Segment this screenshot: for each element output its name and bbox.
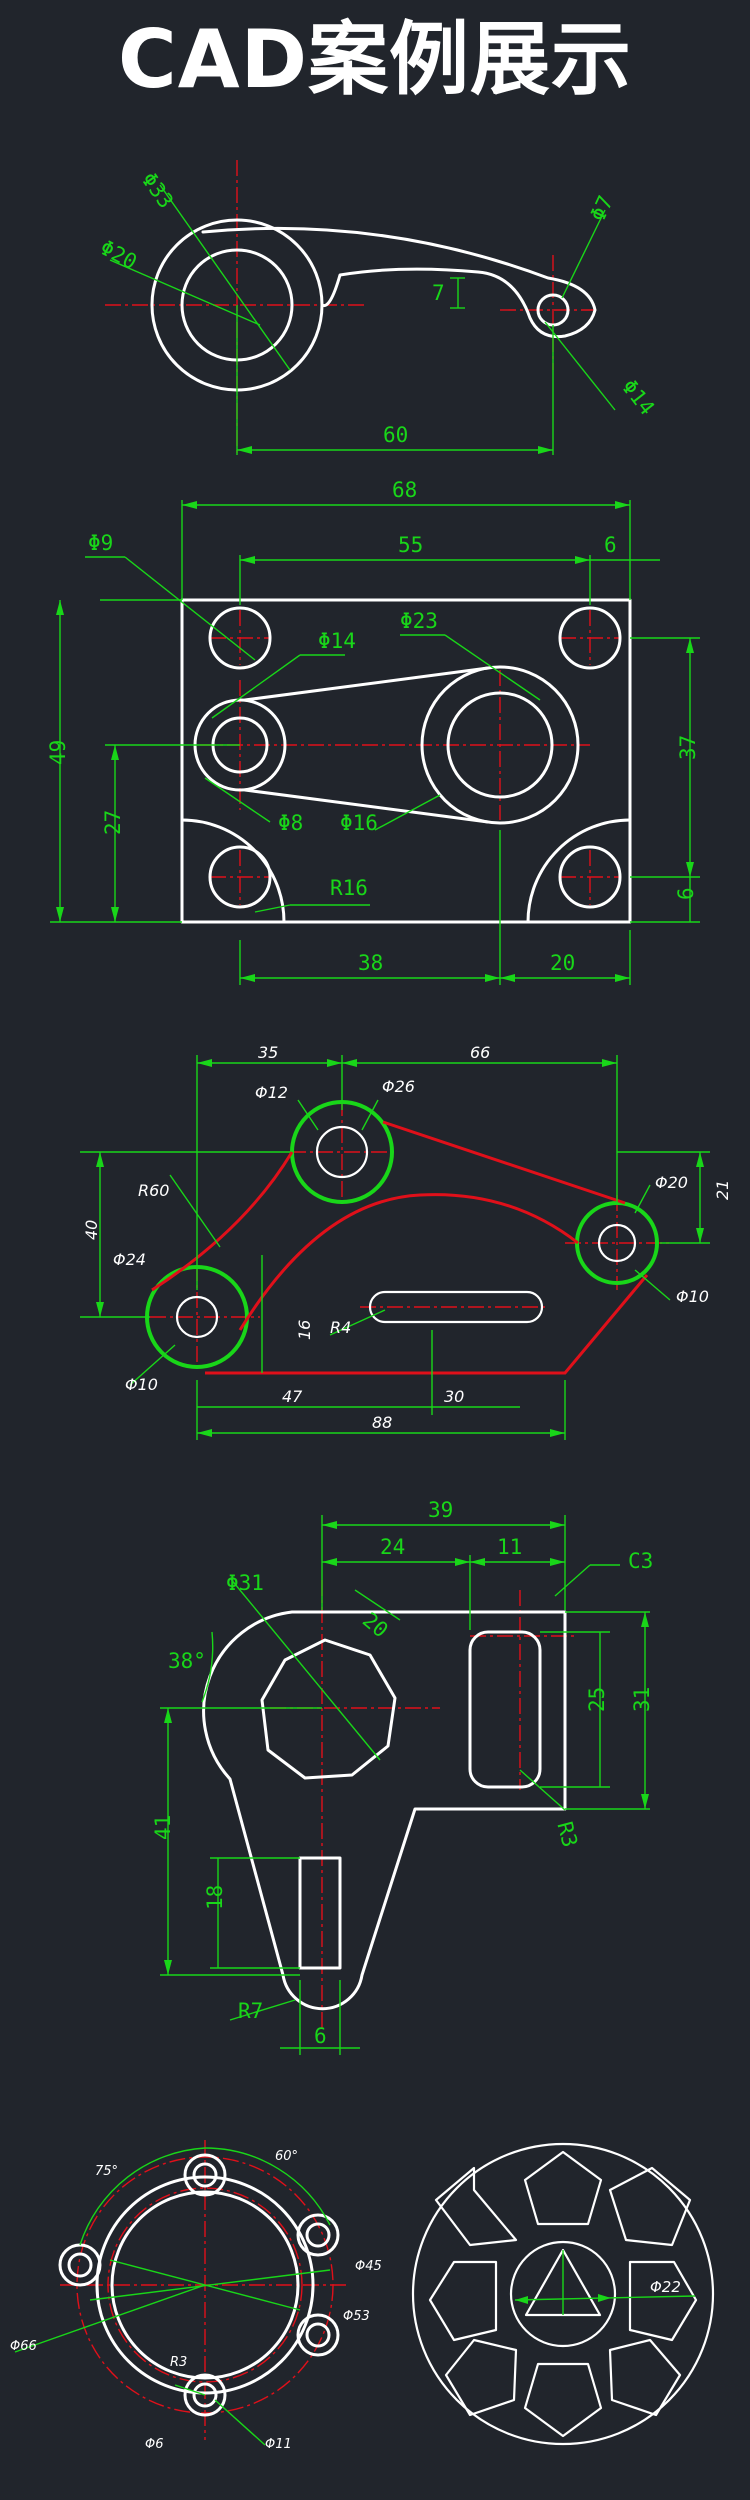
- part-outline: [145, 1100, 659, 1375]
- label-r3: R3: [170, 2355, 187, 2370]
- label-d20: Φ20: [96, 235, 141, 274]
- centerlines: [105, 160, 595, 455]
- dimension-labels: 39 24 11 C3 Φ31 20 38° 25 31 41 R3 18 R7…: [151, 1498, 654, 2048]
- label-41: 41: [151, 1815, 175, 1840]
- label-d45: Φ45: [355, 2259, 382, 2274]
- label-38deg: 38°: [168, 1649, 206, 1673]
- label-6-top: 6: [604, 533, 617, 557]
- dimensions: [160, 1515, 650, 2055]
- label-47: 47: [282, 1387, 303, 1406]
- label-31: 31: [630, 1687, 654, 1712]
- label-6: 6: [314, 2024, 327, 2048]
- label-7: 7: [432, 281, 445, 305]
- dimension-labels: 35 66 Φ12 Φ26 R60 40 Φ20 21 Φ24 R4 16 Φ1…: [82, 1043, 732, 1432]
- label-d6: Φ6: [145, 2437, 164, 2452]
- label-d14: Φ14: [318, 629, 356, 653]
- label-d53: Φ53: [343, 2309, 370, 2324]
- dimensions: [14, 2147, 331, 2446]
- dimensions: [50, 500, 700, 985]
- label-d66: Φ66: [10, 2339, 37, 2354]
- label-21: 21: [713, 1180, 732, 1200]
- label-d11: Φ11: [265, 2437, 292, 2452]
- part-outline: [58, 2153, 340, 2417]
- label-d7: Φ7: [586, 192, 618, 225]
- label-55: 55: [398, 533, 423, 557]
- label-66: 66: [470, 1043, 490, 1062]
- dimensions: [80, 1055, 710, 1440]
- dimensions: [514, 2250, 696, 2315]
- label-r16: R16: [330, 876, 368, 900]
- label-75deg: 75°: [95, 2164, 118, 2179]
- dimension-labels: 75° 60° Φ45 Φ53 Φ66 R3 Φ6 Φ11: [10, 2149, 382, 2452]
- label-40: 40: [82, 1220, 101, 1240]
- label-30: 30: [444, 1387, 464, 1406]
- label-c3: C3: [628, 1549, 653, 1573]
- label-37: 37: [676, 735, 700, 760]
- label-d24: Φ24: [113, 1250, 146, 1269]
- centerlines: [150, 1100, 670, 1370]
- label-d23: Φ23: [400, 609, 438, 633]
- label-49: 49: [46, 740, 70, 765]
- label-r7: R7: [238, 1999, 263, 2023]
- label-18: 18: [203, 1885, 227, 1910]
- label-20: 20: [550, 951, 575, 975]
- label-d20: Φ20: [655, 1173, 688, 1192]
- label-d10-left: Φ10: [125, 1375, 158, 1394]
- drawing-wrench-plate: 39 24 11 C3 Φ31 20 38° 25 31 41 R3 18 R7…: [151, 1498, 654, 2055]
- label-d14: Φ14: [617, 375, 659, 420]
- label-39: 39: [428, 1498, 453, 1522]
- label-27: 27: [101, 810, 125, 835]
- label-d26: Φ26: [382, 1077, 415, 1096]
- label-d12: Φ12: [255, 1083, 288, 1102]
- label-25: 25: [585, 1687, 609, 1712]
- part-outline: [202, 1610, 567, 2011]
- label-16: 16: [295, 1320, 314, 1340]
- label-r3: R3: [552, 1819, 582, 1850]
- label-60: 60: [383, 423, 408, 447]
- dimension-labels: 68 55 6 Φ9 Φ23 Φ14 49 27 37 Φ8 Φ16 R16 6…: [46, 480, 700, 975]
- dimension-labels: Φ22: [650, 2278, 681, 2296]
- drawing-flange: 75° 60° Φ45 Φ53 Φ66 R3 Φ6 Φ11: [10, 2140, 382, 2452]
- label-r60: R60: [138, 1181, 169, 1200]
- label-d16: Φ16: [340, 811, 378, 835]
- label-60deg: 60°: [275, 2149, 298, 2164]
- label-d33: Φ33: [137, 168, 178, 213]
- label-6-side: 6: [674, 887, 698, 900]
- label-d10-right: Φ10: [676, 1287, 709, 1306]
- label-11: 11: [497, 1535, 522, 1559]
- part-outline: [180, 598, 632, 924]
- page-title: CAD案例展示: [117, 13, 633, 106]
- label-d8: Φ8: [278, 811, 303, 835]
- label-d9: Φ9: [88, 531, 113, 555]
- drawing-pentagon-pattern: Φ22: [411, 2142, 715, 2446]
- label-35: 35: [258, 1043, 278, 1062]
- drawing-plate: 68 55 6 Φ9 Φ23 Φ14 49 27 37 Φ8 Φ16 R16 6…: [46, 480, 700, 985]
- centerlines: [270, 1580, 575, 2030]
- drawing-bracket: 35 66 Φ12 Φ26 R60 40 Φ20 21 Φ24 R4 16 Φ1…: [80, 1043, 732, 1440]
- label-r4: R4: [330, 1318, 351, 1337]
- dimensions: [109, 184, 616, 455]
- label-d22: Φ22: [650, 2278, 681, 2296]
- label-88: 88: [372, 1413, 392, 1432]
- drawing-lever-arm: Φ33 Φ20 Φ7 7 Φ14 60: [96, 160, 659, 455]
- label-68: 68: [392, 480, 417, 502]
- label-38: 38: [358, 951, 383, 975]
- label-24: 24: [380, 1535, 405, 1559]
- label-d31: Φ31: [226, 1571, 264, 1595]
